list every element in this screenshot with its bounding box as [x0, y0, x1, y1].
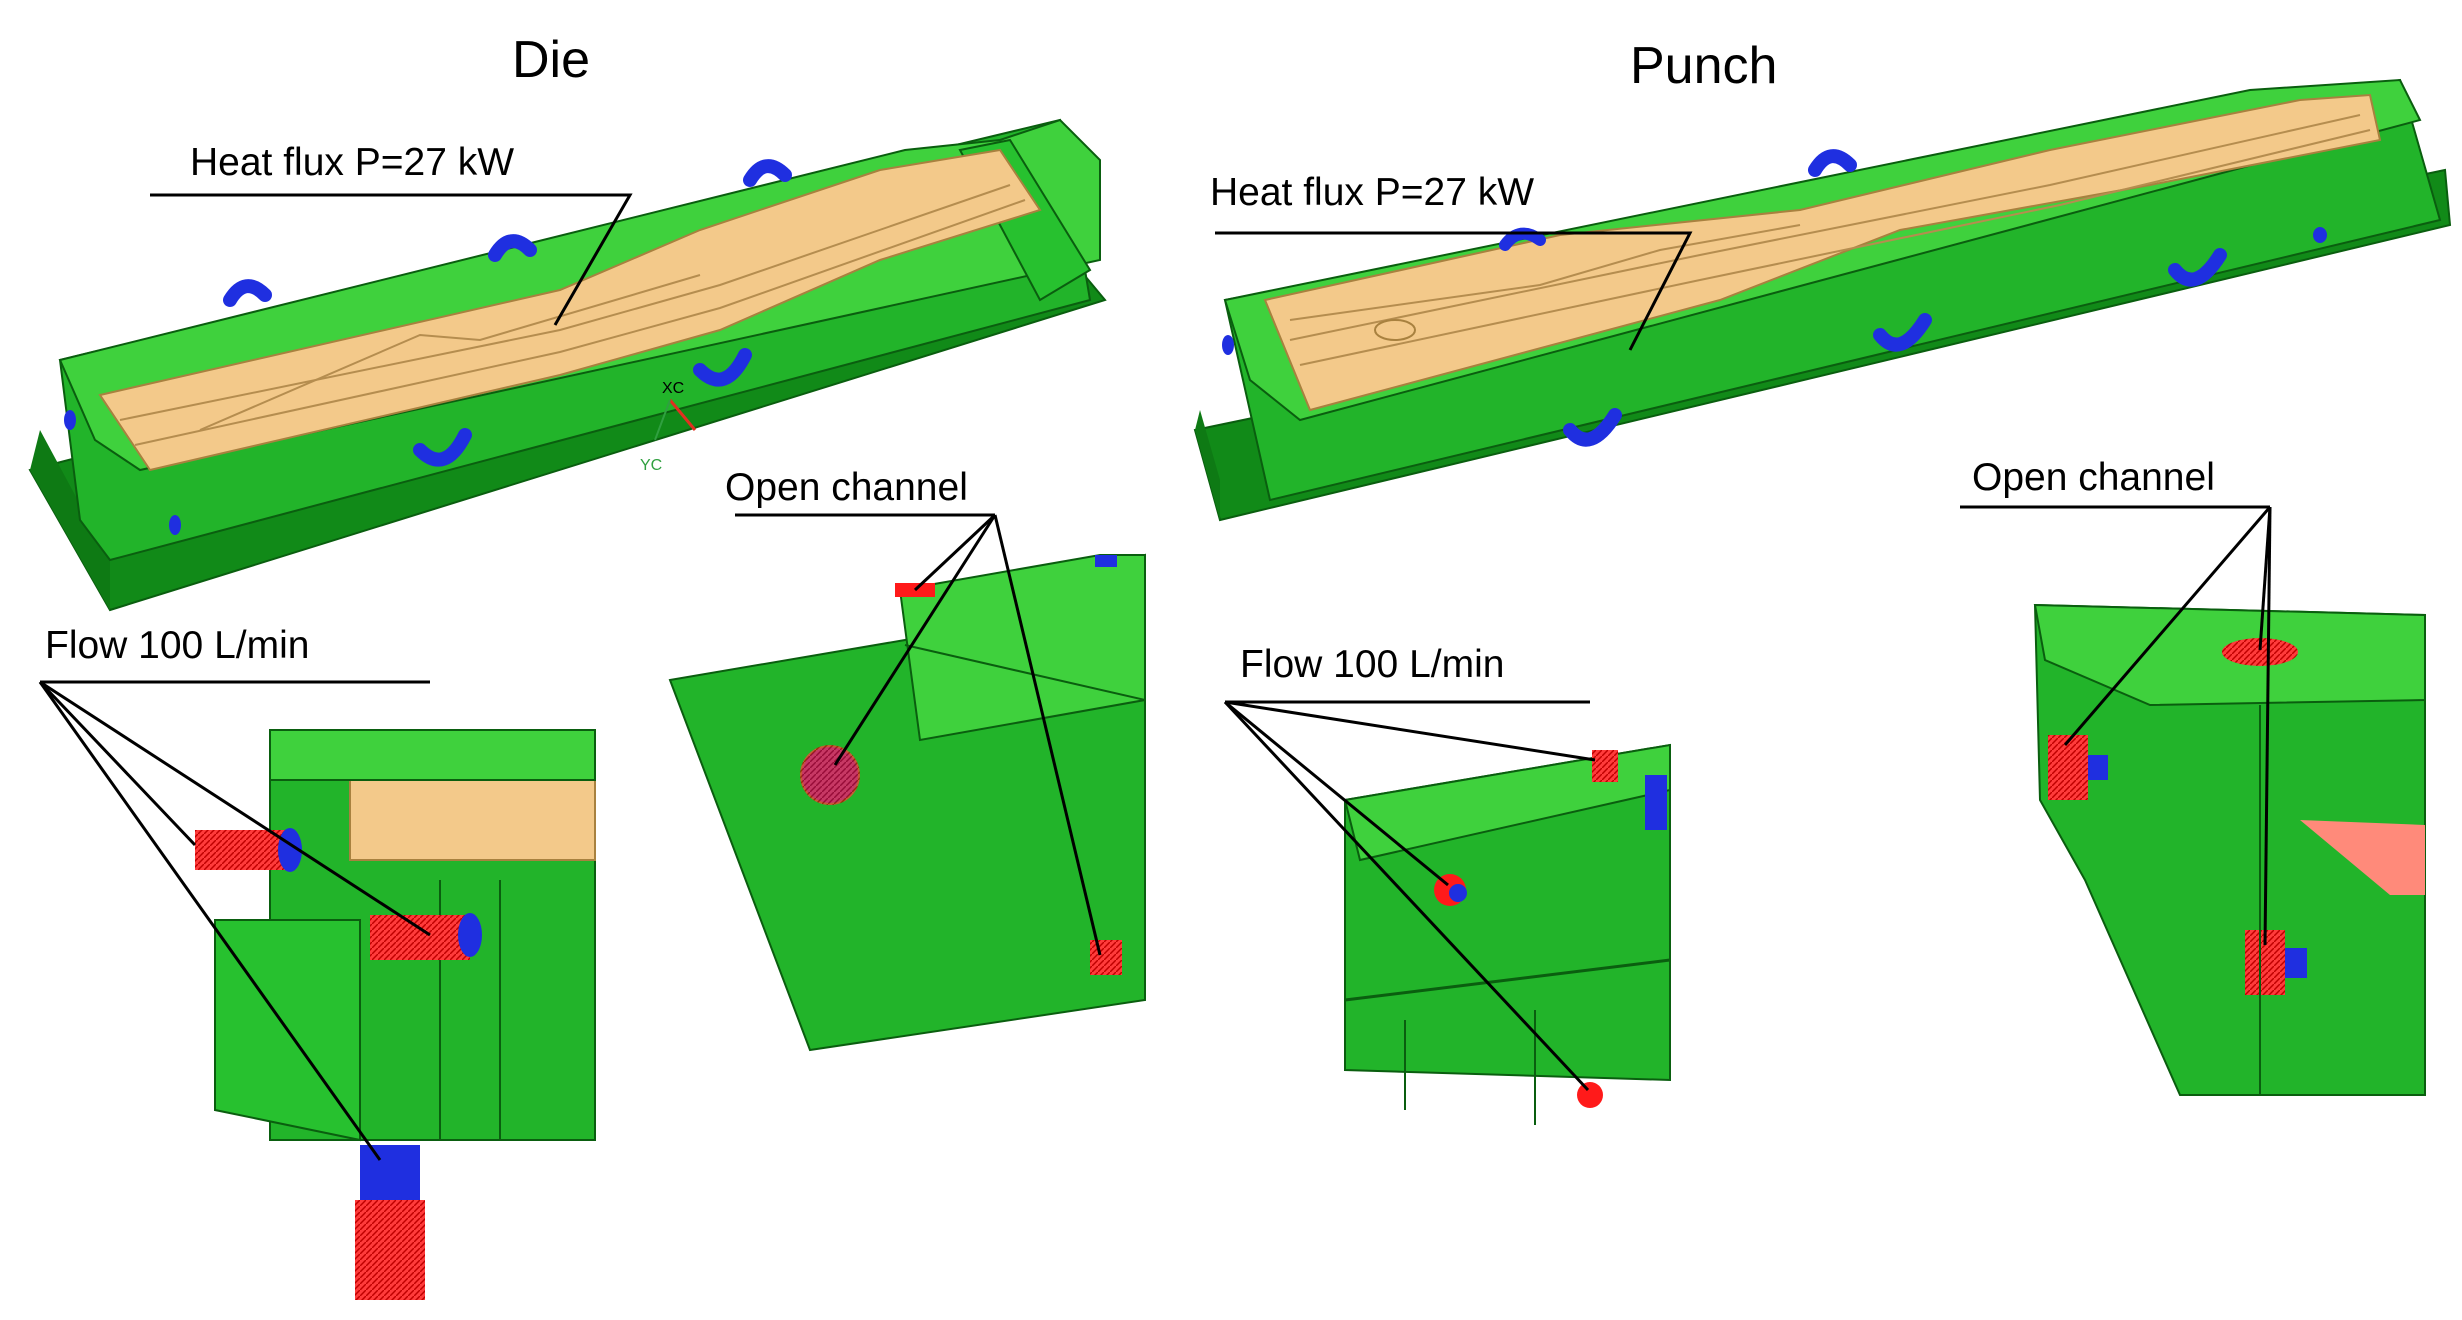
axis-xc-label: XC	[662, 380, 684, 397]
punch-open-channel-detail	[2033, 603, 2426, 1096]
axis-yc-label: YC	[640, 457, 662, 474]
punch-heat-flux-label: Heat flux P=27 kW	[1210, 171, 1534, 214]
axis-triad: XC YC	[640, 380, 697, 474]
punch-flow-detail	[1343, 743, 1671, 1125]
die-heat-flux-label: Heat flux P=27 kW	[190, 141, 514, 184]
die-title: Die	[512, 31, 590, 89]
die-flow-label: Flow 100 L/min	[45, 624, 309, 667]
die-main-model	[28, 118, 1107, 612]
punch-title: Punch	[1630, 37, 1777, 95]
leader-lines	[38, 193, 2272, 1161]
punch-open-channel-label: Open channel	[1972, 456, 2215, 499]
die-open-channel-label: Open channel	[725, 466, 968, 509]
punch-main-model	[1193, 78, 2452, 522]
die-open-channel-detail	[668, 553, 1146, 1052]
punch-flow-label: Flow 100 L/min	[1240, 643, 1504, 686]
die-flow-detail	[195, 729, 596, 1300]
die-heat-flux-leader	[150, 193, 633, 326]
